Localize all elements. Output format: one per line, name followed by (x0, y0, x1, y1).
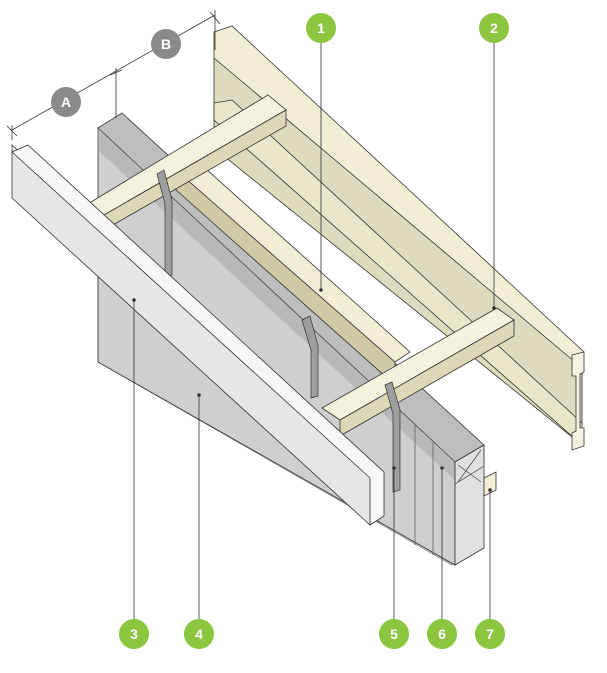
callout-6-circle (427, 619, 457, 649)
callout-5: 5 (379, 619, 409, 649)
strap-3 (384, 381, 401, 493)
beam-end-profile (571, 351, 585, 451)
sill-fixing (483, 471, 497, 497)
leader-dots (132, 288, 496, 492)
callout-4: 4 (184, 619, 214, 649)
strap-1 (156, 169, 173, 279)
callout-7-label: 7 (486, 626, 494, 642)
callout-7: 7 (475, 619, 505, 649)
dimension-b-circle (151, 29, 181, 59)
block-end-cross-b (457, 449, 482, 483)
dimension-a-circle (51, 87, 81, 117)
leader-lines (133, 42, 495, 620)
callout-3-label: 3 (130, 626, 138, 642)
callout-7-circle (475, 619, 505, 649)
dimension-b-label: B (161, 36, 171, 52)
callout-4-circle (184, 619, 214, 649)
callout-2-circle (479, 13, 509, 43)
rim-board-left-face (11, 151, 371, 526)
callout-1-label: 1 (317, 20, 325, 36)
strap-2 (301, 315, 319, 399)
block-wall-end (454, 444, 485, 566)
callout-2: 2 (479, 13, 509, 43)
dimension-b-marker: B (151, 29, 181, 59)
callout-5-label: 5 (390, 626, 398, 642)
dimension-a-label: A (61, 94, 71, 110)
callout-2-label: 2 (490, 20, 498, 36)
block-end-cross-a (457, 464, 482, 483)
dimension-a-marker: A (51, 87, 81, 117)
front-cross-member-side (339, 319, 515, 437)
callout-3: 3 (119, 619, 149, 649)
callout-4-label: 4 (195, 626, 203, 642)
callout-3-circle (119, 619, 149, 649)
dimension-lines (6, 10, 221, 140)
callout-1-circle (306, 13, 336, 43)
callout-1: 1 (306, 13, 336, 43)
block-end-cap (454, 444, 485, 485)
callout-6: 6 (427, 619, 457, 649)
callout-5-circle (379, 619, 409, 649)
callout-6-label: 6 (438, 626, 446, 642)
